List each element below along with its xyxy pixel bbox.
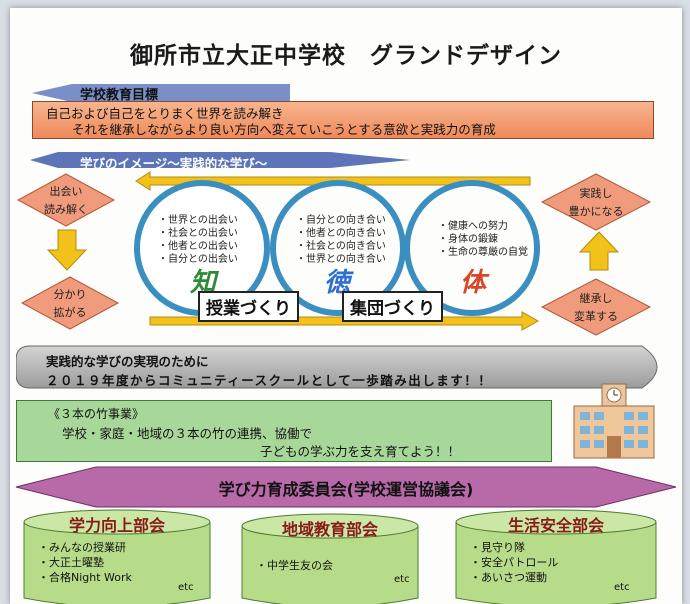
goal-label: 学校教育目標 bbox=[80, 88, 159, 103]
practice-text-line1: 実践的な学びの実現のために bbox=[46, 354, 209, 369]
goal-text-line2: それを継承しながらより良い方向へ変えていこうとする意欲と実践力の育成 bbox=[72, 122, 496, 137]
department-academic-title: 学力向上部会 bbox=[68, 516, 165, 535]
goal-box bbox=[32, 101, 654, 139]
ring-body-char: 体 bbox=[460, 268, 487, 298]
diamond-right-top bbox=[540, 173, 652, 231]
departments-cylinders bbox=[23, 509, 657, 604]
cylinder-community bbox=[241, 513, 419, 604]
learning-cycle-diagram bbox=[16, 171, 652, 336]
department-community-items: ・中学生友の会 bbox=[256, 559, 333, 572]
bamboo-text-line2: 子どもの学ぶ力を支え育てよう！！ bbox=[260, 444, 461, 459]
grand-design-page: 御所市立大正中学校 グランドデザイン 学校教育目標 自己および自己をとりまく世界… bbox=[10, 8, 682, 604]
council-banner bbox=[15, 466, 677, 508]
cylinder-safety bbox=[455, 509, 657, 604]
department-safety-items: ・見守り隊・安全パトロール・あいさつ運動 bbox=[470, 541, 559, 584]
cycle-left-top-text: 出会い読み解く bbox=[44, 185, 88, 216]
council-title: 学び力育成委員会(学校運営協議会) bbox=[218, 480, 474, 499]
school-building-icon bbox=[573, 383, 655, 459]
image-label: 学びのイメージ～実践的な学び～ bbox=[80, 156, 268, 171]
department-community-etc: etc bbox=[394, 574, 410, 585]
ring-body bbox=[404, 180, 540, 316]
cycle-left-bottom-text: 分かり拡がる bbox=[53, 288, 87, 319]
bamboo-text-line1: 学校・家庭・地域の３本の竹の連携、協働で bbox=[62, 426, 313, 441]
ring-virtue bbox=[270, 180, 406, 316]
image-label-band bbox=[30, 152, 410, 168]
practice-banner bbox=[16, 345, 658, 389]
department-community-title: 地域教育部会 bbox=[281, 520, 378, 539]
practice-text-line2: ２０１９年度からコミュニティースクールとして一歩踏み出します！！ bbox=[46, 373, 493, 388]
lesson-making-tag: 授業づくり bbox=[198, 291, 299, 322]
group-making-tag: 集団づくり bbox=[342, 291, 443, 322]
department-safety-title: 生活安全部会 bbox=[507, 516, 604, 535]
department-academic-etc: etc bbox=[178, 582, 194, 593]
goal-text-line1: 自己および自己をとりまく世界を読み解き bbox=[46, 106, 284, 121]
goal-label-band bbox=[32, 84, 290, 102]
department-safety-etc: etc bbox=[614, 582, 630, 593]
page-title: 御所市立大正中学校 グランドデザイン bbox=[130, 43, 562, 69]
ring-knowledge-items: ・世界との出会い・社会との出会い ・他者との出会い・自分との出会い bbox=[158, 215, 238, 265]
bamboo-project-title: 《３本の竹事業》 bbox=[48, 407, 145, 421]
diamond-left-bottom bbox=[20, 276, 120, 330]
department-academic-items: ・みんなの授業研・大正土曜塾・合格Night Work bbox=[38, 541, 132, 584]
right-up-arrow bbox=[578, 231, 620, 271]
ring-virtue-items: ・自分との向き合い・他者との向き合い ・社会との向き合い・世界との向き合い bbox=[296, 215, 386, 265]
cylinder-academic bbox=[23, 509, 211, 604]
ring-body-items: ・健康への努力・身体の鍛錬 ・生命の尊厳の自覚 bbox=[438, 221, 528, 258]
cycle-right-top-text: 実践し豊かになる bbox=[568, 187, 624, 218]
diamond-right-bottom bbox=[540, 278, 652, 336]
left-down-arrow bbox=[46, 229, 88, 271]
bamboo-project-box bbox=[16, 400, 552, 462]
cycle-right-bottom-text: 継承し変革する bbox=[574, 292, 618, 323]
diamond-left-top bbox=[16, 173, 116, 227]
